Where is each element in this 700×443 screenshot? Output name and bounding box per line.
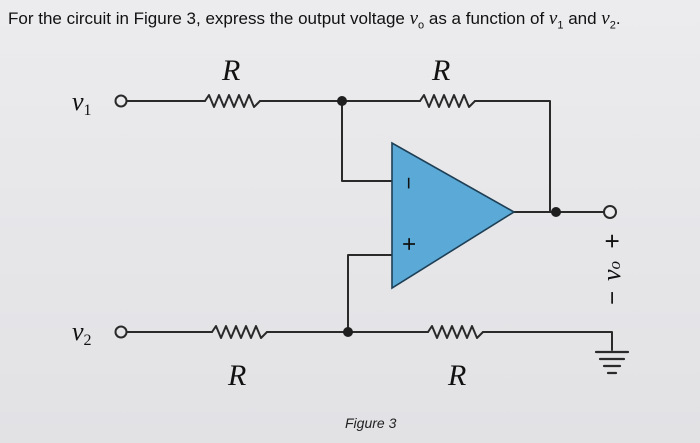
wire-inverting-input — [341, 100, 393, 182]
junction-dot — [551, 207, 561, 217]
wire-to-ground — [482, 331, 613, 351]
question-text: For the circuit in Figure 3, express the… — [8, 8, 621, 32]
wire-noninverting-input — [347, 254, 393, 333]
label-r2: R — [227, 359, 246, 392]
op-amp — [391, 141, 516, 290]
label-v1: v1 — [72, 87, 92, 119]
label-vo: vo — [597, 261, 626, 281]
resistor-r1 — [204, 94, 261, 108]
resistor-rg — [427, 325, 484, 339]
resistor-rf — [419, 94, 476, 108]
noninverting-input-sign: + — [396, 237, 423, 251]
terminal-vo — [603, 205, 617, 219]
junction-dot — [343, 327, 353, 337]
inverting-input-sign: − — [396, 177, 421, 190]
label-v2: v2 — [72, 317, 92, 349]
resistor-r2 — [211, 325, 268, 339]
label-r1: R — [221, 54, 240, 87]
label-rg: R — [447, 359, 466, 392]
ground-icon — [594, 350, 630, 375]
output-minus-sign: − — [599, 291, 626, 305]
terminal-v1 — [114, 94, 128, 108]
output-plus-sign: + — [597, 233, 627, 248]
label-rf: R — [431, 54, 450, 87]
junction-dot — [337, 96, 347, 106]
figure-caption: Figure 3 — [345, 415, 397, 431]
wire-feedback — [474, 100, 551, 213]
terminal-v2 — [114, 325, 128, 339]
